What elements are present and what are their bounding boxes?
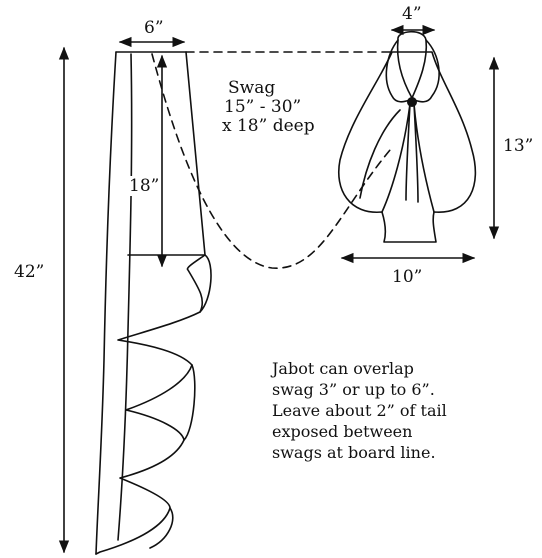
tail-drape-lines: [359, 103, 435, 213]
jabot-inner-fold: [117, 53, 133, 541]
swag-spec: Swag 15” - 30” x 18” deep: [222, 79, 315, 136]
jabot-hem-folds: [95, 254, 206, 555]
tail-top-knot: [396, 30, 428, 99]
note-line: Jabot can overlap: [272, 359, 414, 378]
swag-title: Swag: [228, 78, 276, 98]
note-line: swag 3” or up to 6”.: [272, 380, 435, 399]
fold-depth-label: 18”: [128, 176, 161, 196]
tail-lapel-left: [385, 39, 411, 103]
jabot-length-label: 42”: [14, 262, 45, 282]
tail-lapel-right: [413, 39, 440, 103]
jabot-cascade: [95, 51, 212, 555]
tail-outline: [338, 51, 477, 243]
note-line: swags at board line.: [272, 443, 436, 462]
tail-top-width-label: 4”: [402, 4, 422, 24]
jabot-fold-curls: [149, 254, 212, 549]
tail-bottom-width-label: 10”: [392, 267, 423, 287]
jabot-left-edge: [95, 51, 117, 555]
note-line: exposed between: [272, 422, 413, 441]
jabot-right-edge: [185, 51, 206, 256]
tail-height-label: 13”: [503, 136, 534, 156]
swag-curve: [151, 53, 391, 269]
tail-front-view: [338, 30, 477, 243]
jabot-width-label: 6”: [144, 18, 164, 38]
overlap-note: Jabot can overlap swag 3” or up to 6”. L…: [272, 358, 447, 463]
swag-width-range: 15” - 30”: [224, 97, 302, 117]
swag-depth: x 18” deep: [222, 116, 315, 136]
note-line: Leave about 2” of tail: [272, 401, 447, 420]
tail-button: [407, 97, 417, 107]
